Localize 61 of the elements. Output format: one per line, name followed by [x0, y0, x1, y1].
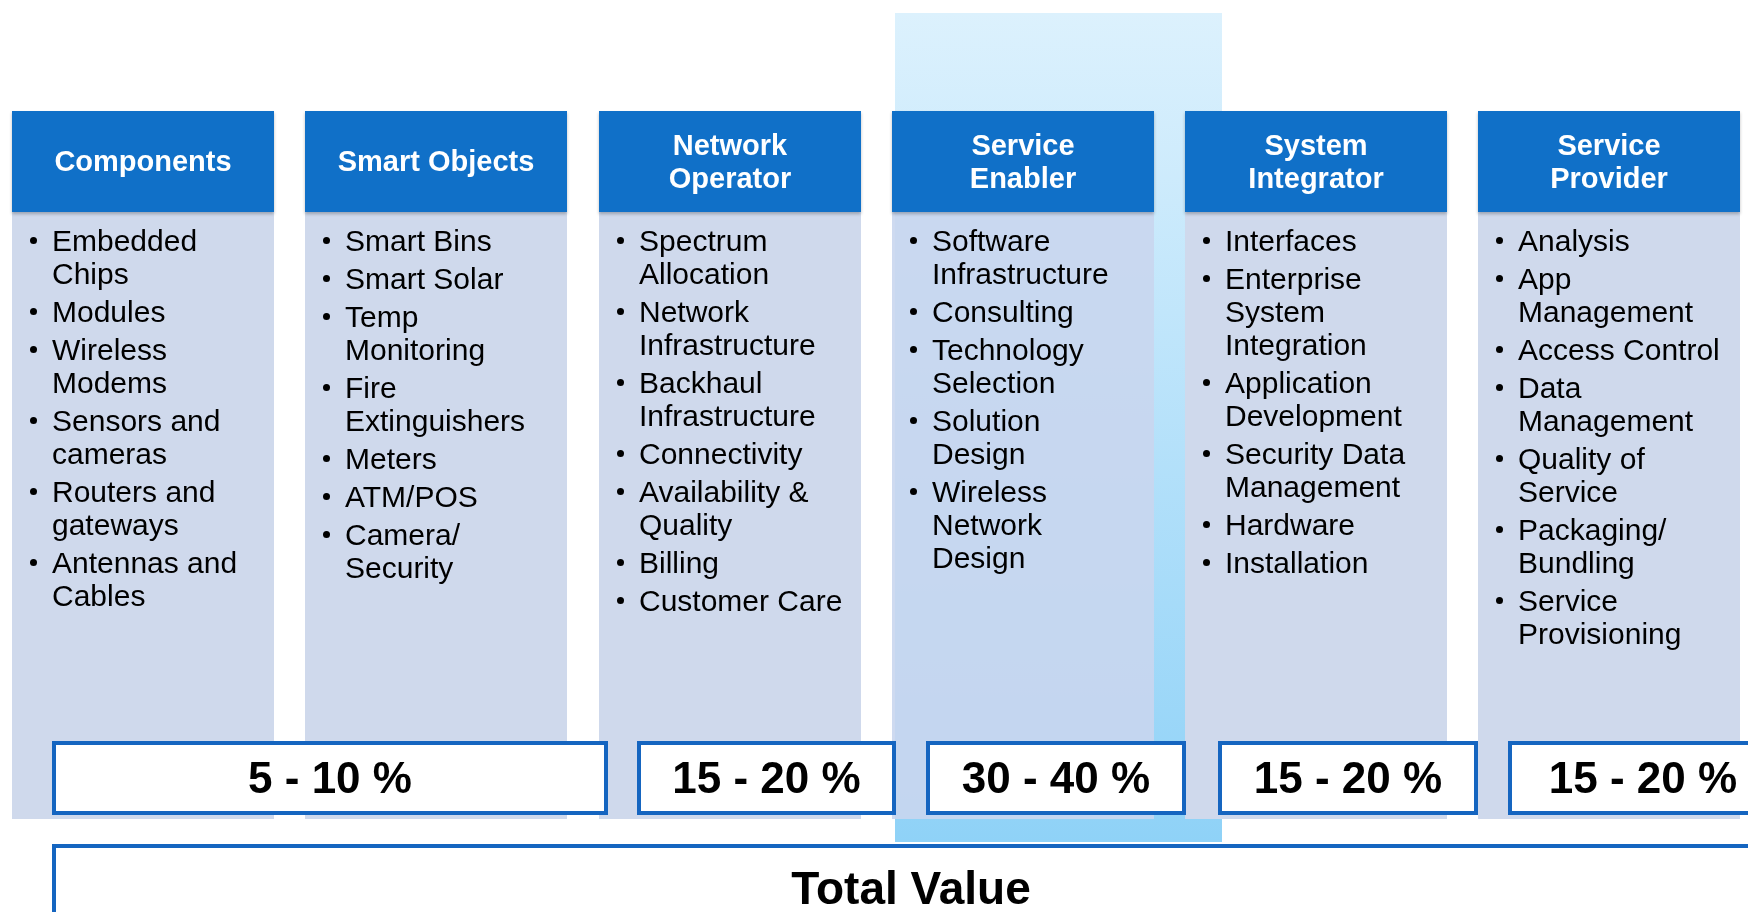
bullet-item: Fire Extinguishers — [345, 371, 527, 437]
bullet-item: Routers and gateways — [52, 475, 217, 541]
bullet-item: Wireless Network Design — [932, 475, 1048, 574]
percentage-text: 15 - 20 % — [1548, 752, 1738, 804]
bullet-item: Enterprise System Integration — [1225, 262, 1368, 361]
column-title: System Integrator — [1247, 128, 1385, 195]
bullet-item: Security Data Management — [1225, 437, 1407, 503]
column-panel — [305, 111, 567, 819]
bullet-item: Interfaces — [1225, 224, 1358, 257]
bullet-item: Analysis — [1518, 224, 1631, 257]
bullet-item: App Management — [1518, 262, 1695, 328]
column-title: Service Provider — [1549, 128, 1669, 195]
bullet-item: Application Development — [1225, 366, 1403, 432]
bullet-item: Software Infrastructure — [932, 224, 1110, 290]
bullet-item: Modules — [52, 295, 167, 328]
value-share-box — [637, 741, 896, 815]
column-title: Network Operator — [667, 128, 793, 195]
bullet-item: Service Provisioning — [1518, 584, 1683, 650]
column-title: Service Enabler — [968, 128, 1078, 195]
bullet-item: Availability & Quality — [639, 475, 810, 541]
bullet-item: Quality of Service — [1518, 442, 1646, 508]
bullet-item: Access Control — [1518, 333, 1721, 366]
bullet-item: Spectrum Allocation — [639, 224, 771, 290]
bullet-item: Hardware — [1225, 508, 1357, 541]
value-share-box — [926, 741, 1186, 815]
value-share-box — [52, 741, 608, 815]
bullet-item: Customer Care — [639, 584, 844, 617]
column-panel — [12, 111, 274, 819]
value-share-box — [1218, 741, 1478, 815]
bullet-item: Wireless Modems — [52, 333, 169, 399]
bullet-item: Packaging/ Bundling — [1518, 513, 1668, 579]
bullet-item: Camera/ Security — [345, 518, 462, 584]
bullet-item: Installation — [1225, 546, 1370, 579]
value-share-box — [1508, 741, 1748, 815]
column-panel — [1478, 111, 1740, 819]
column-panel — [599, 111, 861, 819]
bullet-item: Sensors and cameras — [52, 404, 222, 470]
total-value-text: Total Value — [791, 862, 1031, 912]
percentage-text: 30 - 40 % — [961, 752, 1151, 804]
bullet-item: Connectivity — [639, 437, 804, 470]
bullet-item: Embedded Chips — [52, 224, 199, 290]
bullet-item: Temp Monitoring — [345, 300, 487, 366]
bullet-item: Smart Bins — [345, 224, 493, 257]
percentage-text: 15 - 20 % — [672, 752, 861, 804]
bullet-item: Billing — [639, 546, 721, 579]
bullet-item: Meters — [345, 442, 438, 475]
bullet-item: Network Infrastructure — [639, 295, 817, 361]
percentage-text: 5 - 10 % — [248, 752, 412, 804]
bullet-item: Solution Design — [932, 404, 1042, 470]
column-title: Smart Objects — [337, 145, 535, 178]
bullet-item: Smart Solar — [345, 262, 505, 295]
bullet-item: Consulting — [932, 295, 1075, 328]
column-title: Components — [54, 145, 232, 178]
bullet-item: Technology Selection — [932, 333, 1085, 399]
percentage-text: 15 - 20 % — [1253, 752, 1443, 804]
column-panel — [892, 111, 1154, 819]
bullet-item: ATM/POS — [345, 480, 479, 513]
bullet-item: Backhaul Infrastructure — [639, 366, 817, 432]
bullet-item: Data Management — [1518, 371, 1695, 437]
column-panel — [1185, 111, 1447, 819]
bullet-item: Antennas and Cables — [52, 546, 239, 612]
